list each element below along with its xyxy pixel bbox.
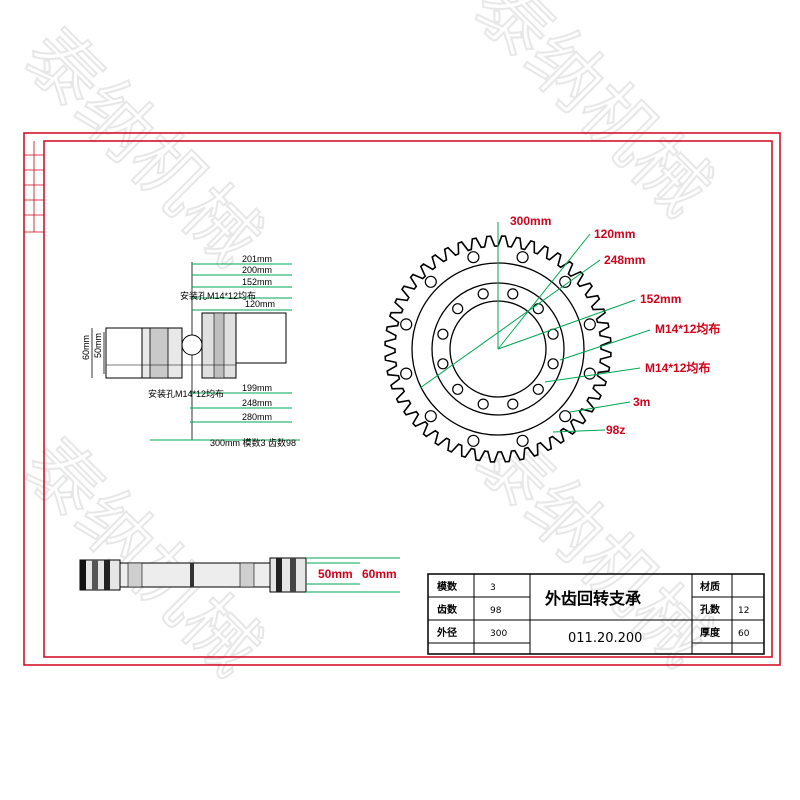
inner-bolt-holes (437, 288, 559, 410)
tb-label-material: 材质 (700, 580, 720, 593)
bolt-hole (437, 358, 449, 370)
tb-label-module: 模数 (437, 580, 458, 593)
tb-part-number: 011.20.200 (568, 631, 642, 646)
outer-bolt-holes (400, 251, 596, 447)
dim-248: 248mm (242, 398, 272, 408)
bolt-hole (516, 251, 529, 264)
bolt-hole (583, 318, 596, 331)
tb-value-module: 3 (490, 583, 496, 593)
section-view: 201mm 200mm 152mm 120mm 安装孔M14*12均布 199m… (81, 254, 300, 448)
dim-280: 280mm (242, 412, 272, 422)
height-50: 50mm (93, 333, 103, 358)
bolt-hole (452, 303, 464, 315)
dim-200: 200mm (242, 265, 272, 275)
bolt-hole (532, 303, 544, 315)
inner-frame (43, 140, 773, 658)
tb-label-holes: 孔数 (700, 603, 721, 616)
label-98z: 98z (606, 423, 625, 437)
margin-grid (24, 141, 44, 233)
side-label-50: 50mm (318, 567, 353, 581)
tb-value-holes: 12 (738, 606, 749, 616)
title-block (427, 573, 765, 655)
tb-value-teeth: 98 (490, 606, 502, 616)
bolt-hole (467, 434, 480, 447)
title-block-text: 模数 3 齿数 98 外径 300 外齿回转支承 011.20.200 材质 孔… (436, 580, 750, 646)
bolt-hole (547, 358, 559, 370)
hole-note-bottom: 安装孔M14*12均布 (148, 388, 224, 399)
bolt-hole (516, 434, 529, 447)
dim-152: 152mm (242, 277, 272, 287)
dim-201: 201mm (242, 254, 272, 264)
tb-label-thickness: 厚度 (700, 626, 721, 639)
bolt-hole (507, 398, 519, 410)
bolt-hole (583, 367, 596, 380)
label-m14-b: M14*12均布 (645, 360, 710, 375)
label-120: 120mm (594, 227, 635, 241)
label-152: 152mm (640, 292, 681, 306)
hole-note-top: 安装孔M14*12均布 (180, 290, 256, 301)
bolt-hole (424, 410, 437, 423)
dim-120: 120mm (245, 299, 275, 309)
label-248: 248mm (604, 253, 645, 267)
bolt-hole (424, 275, 437, 288)
bolt-hole (400, 367, 413, 380)
bolt-hole (559, 410, 572, 423)
side-label-60: 60mm (362, 567, 397, 581)
bolt-hole (437, 328, 449, 340)
tb-value-diameter: 300 (490, 629, 507, 639)
label-300: 300mm (510, 214, 551, 228)
tb-value-thickness: 60 (738, 629, 750, 639)
label-3m: 3m (633, 395, 650, 409)
outer-frame (23, 132, 781, 666)
tb-title: 外齿回转支承 (544, 589, 641, 608)
bolt-hole (559, 275, 572, 288)
bolt-hole (477, 288, 489, 300)
label-m14-a: M14*12均布 (655, 321, 720, 336)
side-view: 50mm 60mm (79, 557, 400, 593)
bolt-hole (532, 383, 544, 395)
bolt-hole (452, 383, 464, 395)
tb-label-diameter: 外径 (436, 626, 457, 639)
gear-top-view: 300mm 120mm 248mm 152mm M14*12均布 M14*12均… (384, 214, 720, 463)
bolt-hole (400, 318, 413, 331)
height-60: 60mm (81, 335, 91, 360)
tb-label-teeth: 齿数 (437, 603, 458, 616)
bolt-hole (467, 251, 480, 264)
bolt-hole (507, 288, 519, 300)
bolt-hole (477, 398, 489, 410)
section-caption: 300mm 模数3 齿数98 (210, 437, 296, 448)
dim-199: 199mm (242, 383, 272, 393)
